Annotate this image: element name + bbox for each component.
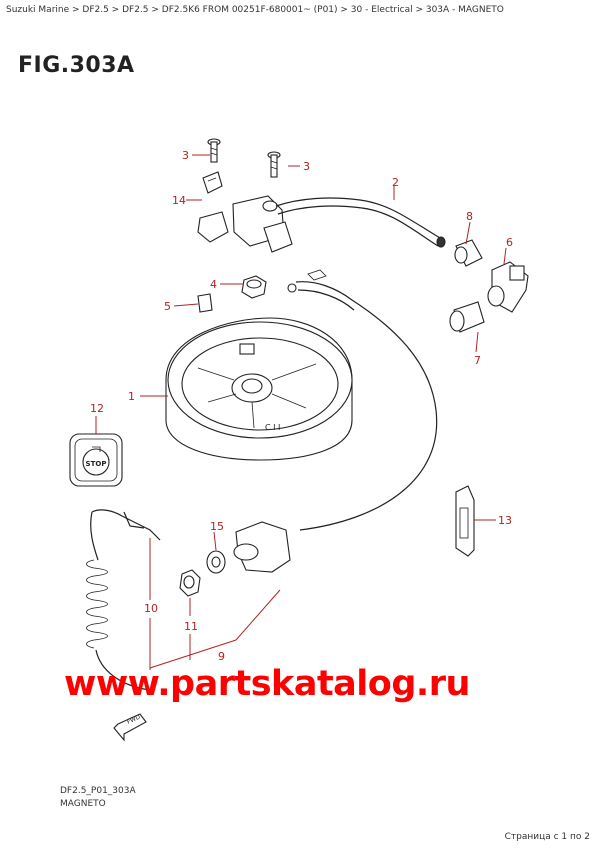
callout-12: 12 [90, 402, 104, 415]
callout-7: 7 [474, 354, 481, 367]
callout-3-left: 3 [182, 149, 189, 162]
watermark: www.partskatalog.ru [64, 664, 470, 704]
breadcrumb: Suzuki Marine > DF2.5 > DF2.5 > DF2.5K6 … [6, 5, 504, 15]
cap-part-8[interactable] [454, 239, 483, 267]
washer-part-15[interactable] [206, 550, 226, 574]
boot-part-7[interactable] [449, 301, 485, 333]
stop-plate-part-9[interactable] [233, 521, 291, 573]
callout-13: 13 [498, 514, 512, 527]
caption: MAGNETO [60, 799, 106, 809]
forward-arrow-icon: FWD [113, 713, 147, 742]
ignition-coil[interactable] [197, 195, 293, 253]
clip-part-14[interactable] [202, 171, 223, 194]
callout-1: 1 [128, 390, 135, 403]
callout-4: 4 [210, 278, 217, 291]
callout-14: 14 [172, 194, 186, 207]
callout-11: 11 [184, 620, 198, 633]
callout-9: 9 [218, 650, 225, 663]
nut-part-11[interactable] [179, 569, 201, 597]
stop-switch-wiring[interactable] [287, 269, 438, 531]
bolt-part-3-right[interactable] [267, 151, 281, 178]
callout-numbers: 3 3 14 2 8 6 4 5 1 7 12 13 15 10 11 9 [90, 149, 513, 663]
callout-5: 5 [164, 300, 171, 313]
leader-lines [95, 154, 507, 670]
callout-3-right: 3 [303, 160, 310, 173]
callout-10: 10 [144, 602, 158, 615]
flywheel-marking: C I I [265, 423, 280, 432]
bolt-part-3-left[interactable] [207, 138, 221, 163]
plug-cap-part-6[interactable] [487, 261, 529, 313]
nut-part-4[interactable] [241, 275, 267, 299]
lanyard-part-10[interactable] [86, 509, 161, 691]
pager: Страница с 1 по 2 [504, 832, 590, 842]
callout-15: 15 [210, 520, 224, 533]
callout-8: 8 [466, 210, 473, 223]
key-part-5[interactable] [197, 293, 213, 313]
bracket-part-13[interactable] [455, 485, 475, 557]
callout-6: 6 [506, 236, 513, 249]
drawing-code: DF2.5_P01_303A [60, 786, 136, 796]
lead-wire-part-2[interactable] [275, 197, 446, 248]
flywheel-part-1[interactable]: C I I [165, 317, 353, 461]
stop-switch-part-12[interactable]: STOP [69, 433, 123, 487]
figure-title: FIG.303A [18, 53, 135, 78]
stop-label: STOP [86, 460, 107, 468]
callout-2: 2 [392, 176, 399, 189]
